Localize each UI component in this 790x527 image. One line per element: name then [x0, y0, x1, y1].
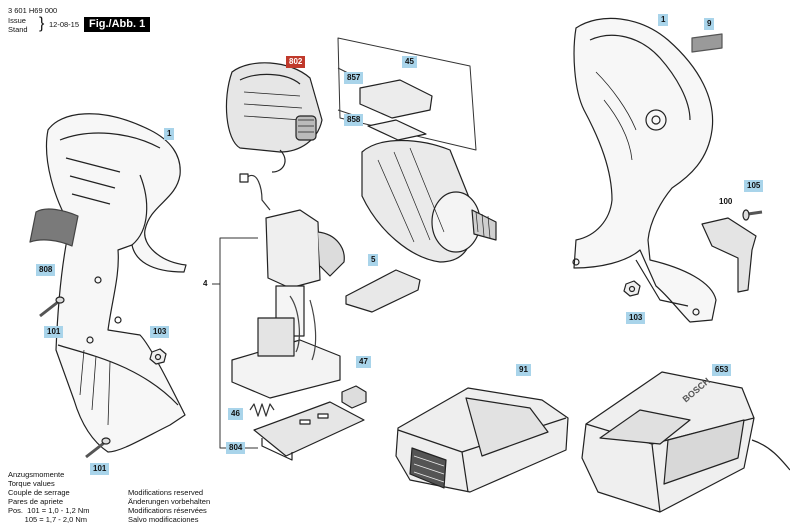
callout-105: 105: [744, 180, 764, 192]
torque-line: Anzugsmomente: [8, 470, 65, 479]
callout-5: 5: [368, 254, 379, 266]
part-47: [341, 385, 367, 409]
callout-103-left: 103: [150, 326, 170, 338]
modifications-line: Salvo modificaciones: [128, 515, 199, 524]
issue-date: 12-08-15: [49, 20, 80, 29]
torque-line: Pares de apriete: [8, 497, 64, 506]
callout-91: 91: [516, 364, 531, 376]
wire-connector: [239, 173, 249, 183]
charger-653: [581, 371, 790, 513]
callout-103-right: 103: [626, 312, 646, 324]
issue-label: Issue: [8, 16, 26, 25]
part-858: [367, 119, 427, 141]
screw-105: [742, 209, 763, 221]
callout-808: 808: [36, 264, 56, 276]
figure-label: Fig./Abb. 1: [84, 17, 151, 32]
spring-46: [249, 403, 275, 417]
slide-part-5: [345, 269, 421, 313]
gearbox: [361, 139, 497, 263]
modifications-line: Modifications reserved: [128, 488, 204, 497]
switch-module-4: [231, 209, 345, 399]
callout-4: 4: [203, 279, 208, 288]
stand-label: Stand: [8, 25, 28, 34]
motor-802: [225, 62, 323, 173]
label-sheet-808: [29, 208, 79, 247]
brace: }: [39, 15, 45, 32]
callout-47: 47: [356, 356, 371, 368]
modifications-block: Modifications reserved Änderungen vorbeh…: [128, 488, 210, 524]
torque-row: Pos. 101 = 1,0 - 1,2 Nm: [8, 506, 90, 515]
screw-101-upper: [39, 296, 65, 318]
callout-1-right: 1: [658, 14, 669, 26]
callout-653: 653: [712, 364, 732, 376]
torque-values-block: Anzugsmomente Torque values Couple de se…: [8, 470, 90, 524]
doc-number: 3 601 H69 000: [8, 6, 58, 15]
part-857: [359, 79, 433, 119]
nut-103-right: [623, 280, 641, 297]
callout-101-lower: 101: [90, 463, 110, 475]
modifications-line: Modifications réservées: [128, 506, 207, 515]
nut-103-left: [149, 348, 167, 365]
callout-9: 9: [704, 18, 715, 30]
label-9: [691, 33, 723, 53]
wire-harness: [245, 175, 271, 211]
modifications-line: Änderungen vorbehalten: [128, 497, 211, 506]
group-45-outline: [337, 37, 477, 151]
battery-91: [395, 387, 569, 493]
belt-hook-100: [701, 217, 757, 293]
housing-left: [45, 113, 187, 453]
callout-802: 802: [286, 56, 306, 68]
housing-right: [572, 17, 717, 323]
callout-858: 858: [344, 114, 364, 126]
callout-46: 46: [228, 408, 243, 420]
callout-45: 45: [402, 56, 417, 68]
callout-857: 857: [344, 72, 364, 84]
torque-line: Couple de serrage: [8, 488, 70, 497]
screw-101-lower: [85, 437, 111, 459]
torque-row: 105 = 1,7 - 2,0 Nm: [8, 515, 87, 524]
torque-line: Torque values: [8, 479, 55, 488]
callout-101-upper: 101: [44, 326, 64, 338]
callout-804: 804: [226, 442, 246, 454]
callout-100: 100: [719, 197, 733, 206]
plate-804: [253, 401, 365, 461]
callout-1-left: 1: [164, 128, 175, 140]
